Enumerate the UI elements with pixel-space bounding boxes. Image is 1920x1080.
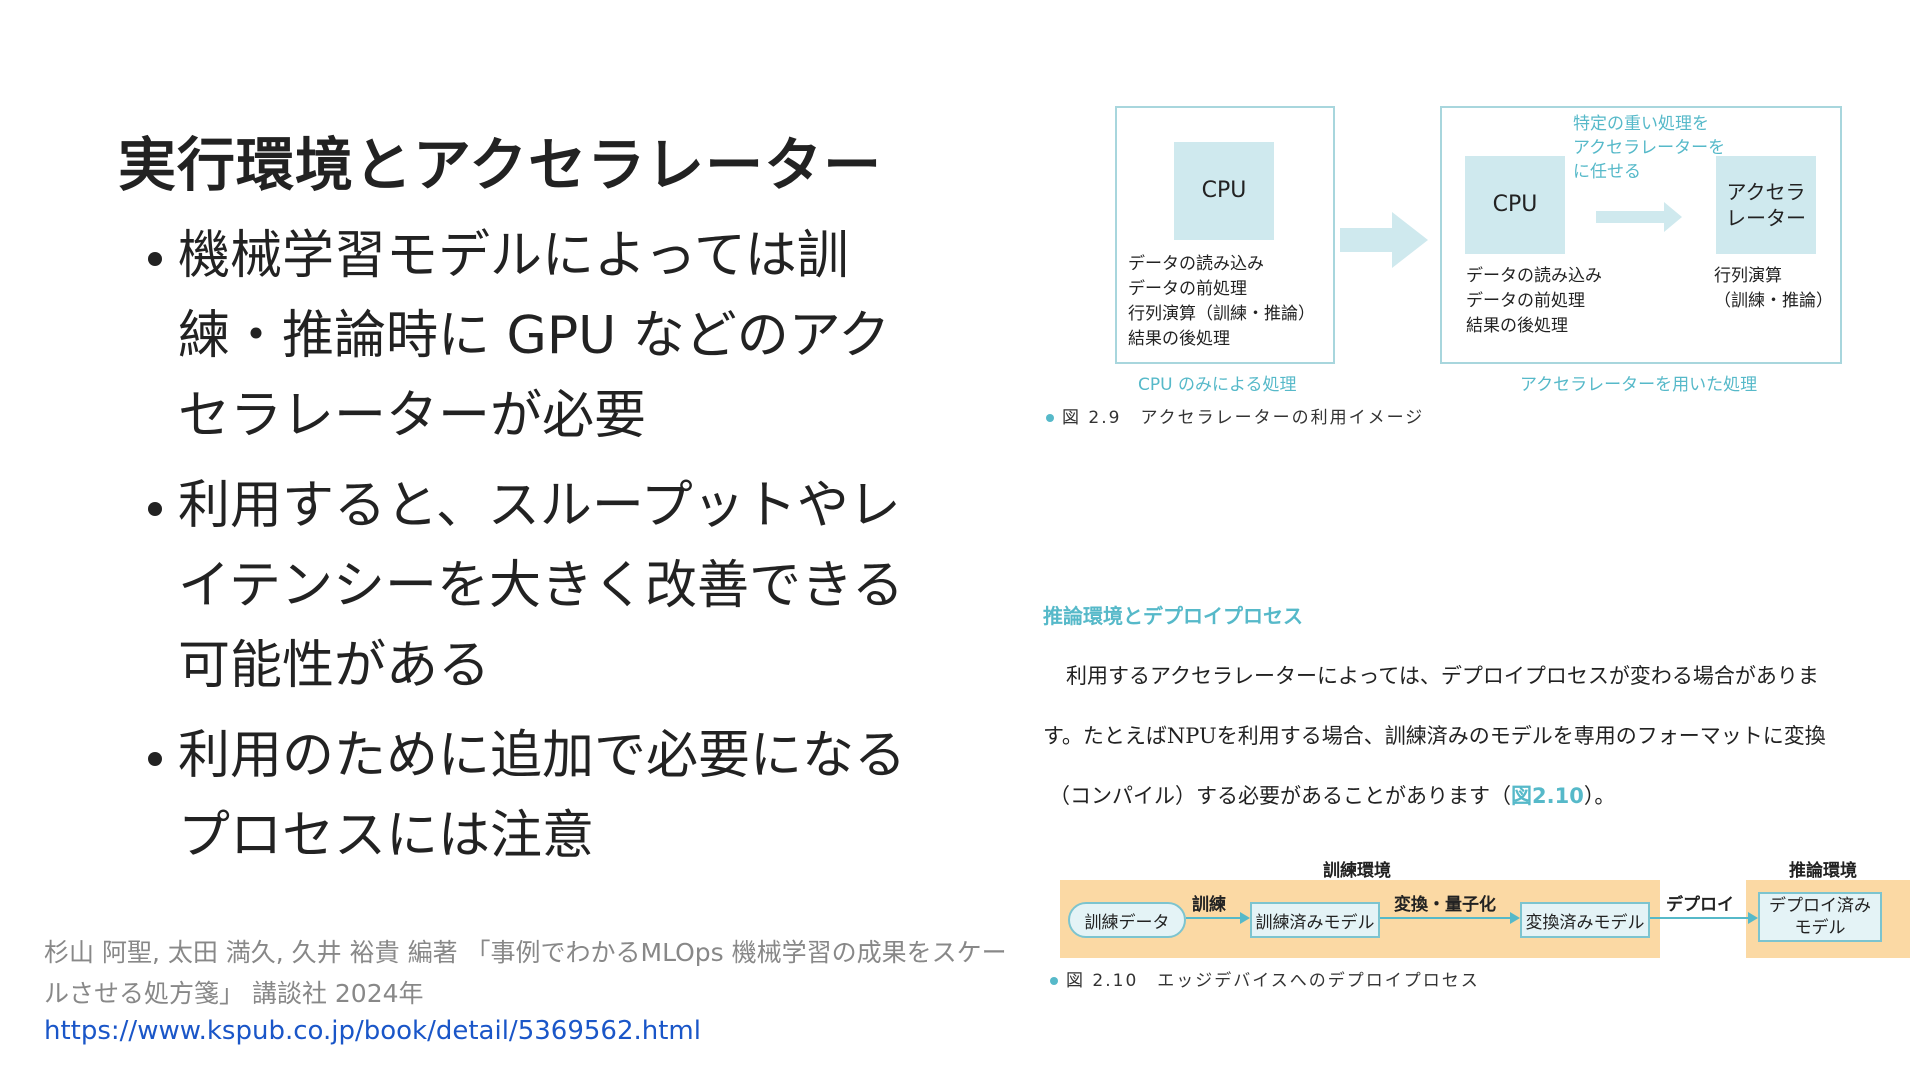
stage-deployed-model: デプロイ済みモデル [1758,892,1882,942]
citation: 杉山 阿聖, 太田 満久, 久井 裕貴 編著 「事例でわかるMLOps 機械学習… [44,938,1007,1008]
note-line: に任せる [1573,162,1641,182]
source-link[interactable]: https://www.kspub.co.jp/book/detail/5369… [44,1016,701,1046]
body-text: ）。 [1583,784,1616,808]
env-label-train: 訓練環境 [1323,861,1391,881]
step-label: 訓練 [1192,895,1226,915]
bullet-item: 機械学習モデルによっては訓練・推論時に GPU などのアクセラレーターが必要 [148,216,938,456]
bullet-item: 利用すると、スループットやレイテンシーを大きく改善できる可能性がある [148,466,938,706]
task-label: 結果の後処理 [1466,316,1568,336]
panel-label: CPU のみによる処理 [1138,375,1297,395]
cpu-chip: CPU [1174,142,1274,240]
caption-dot-icon [1050,977,1058,985]
arrow-head-icon [1510,912,1520,924]
caption-dot-icon [1046,414,1054,422]
offload-arrow-icon [1596,202,1682,232]
accelerator-chip: アクセラレーター [1716,156,1816,254]
task-label: 行列演算（訓練・推論） [1128,304,1315,324]
bullet-list: 機械学習モデルによっては訓練・推論時に GPU などのアクセラレーターが必要 利… [148,216,938,886]
slide-title: 実行環境とアクセラレーター [118,131,883,199]
figure-caption: 図 2.10 エッジデバイスへのデプロイプロセス [1050,966,1480,991]
stage-training-data: 訓練データ [1068,902,1186,938]
caption-text: 図 2.10 エッジデバイスへのデプロイプロセス [1066,971,1480,991]
big-arrow-icon [1340,212,1428,268]
task-label: データの読み込み [1128,254,1264,274]
figure-reference-link[interactable]: 図2.10 [1511,784,1584,808]
body-line: す。たとえばNPUを利用する場合、訓練済みのモデルを専用のフォーマットに変換 [1043,724,1826,748]
arrow-line [1380,917,1510,919]
cpu-task-list: データの読み込み データの前処理 結果の後処理 [1466,264,1602,339]
task-label: データの読み込み [1466,266,1602,286]
section-heading: 推論環境とデプロイプロセス [1043,604,1303,628]
arrow-line [1186,917,1240,919]
note-line: 特定の重い処理を [1573,114,1709,134]
caption-text: 図 2.9 アクセラレーターの利用イメージ [1062,408,1425,428]
step-label: デプロイ [1666,895,1734,915]
arrow-line [1650,917,1748,919]
task-label: データの前処理 [1128,279,1247,299]
note-line: アクセラレーターを [1573,138,1726,158]
figure-caption: 図 2.9 アクセラレーターの利用イメージ [1046,403,1424,428]
task-label: 行列演算 [1714,266,1782,286]
stage-trained-model: 訓練済みモデル [1250,902,1380,938]
stage-converted-model: 変換済みモデル [1520,902,1650,938]
cpu-task-list: データの読み込み データの前処理 行列演算（訓練・推論） 結果の後処理 [1128,252,1315,352]
panel-label: アクセラレーターを用いた処理 [1520,375,1758,395]
task-label: データの前処理 [1466,291,1585,311]
step-label: 変換・量子化 [1394,895,1496,915]
task-label: 結果の後処理 [1128,329,1230,349]
body-line: 利用するアクセラレーターによっては、デプロイプロセスが変わる場合がありま [1066,664,1819,688]
bullet-item: 利用のために追加で必要になるプロセスには注意 [148,716,938,876]
body-line: （コンパイル）する必要があることがあります（図2.10）。 [1049,780,1615,810]
body-text: （コンパイル）する必要があることがあります（ [1049,784,1511,808]
cpu-chip: CPU [1465,156,1565,254]
arrow-head-icon [1748,912,1758,924]
accelerator-task-list: 行列演算 （訓練・推論） [1714,264,1833,314]
arrow-head-icon [1240,912,1250,924]
env-label-infer: 推論環境 [1789,861,1857,881]
offload-note: 特定の重い処理を アクセラレーターを に任せる [1573,112,1725,184]
task-label: （訓練・推論） [1714,291,1833,311]
